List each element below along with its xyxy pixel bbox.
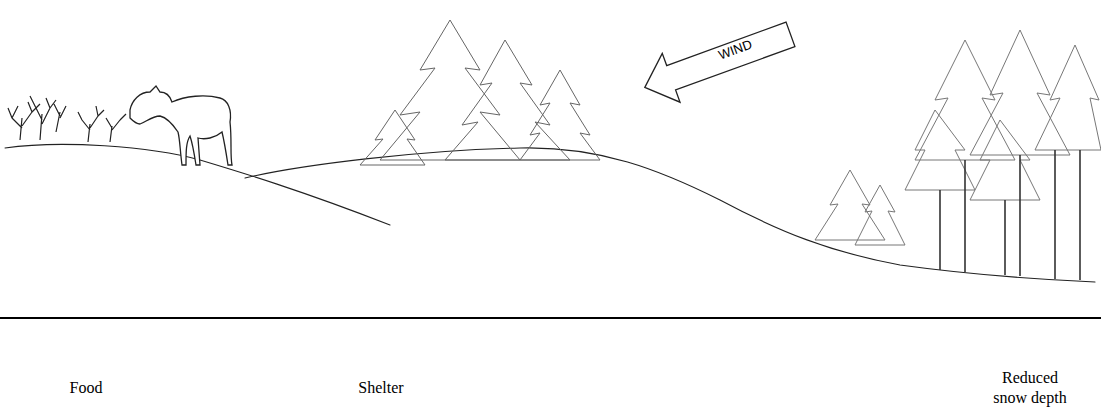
hill-line bbox=[245, 148, 1095, 282]
zone-label: Shelter bbox=[321, 378, 441, 398]
shrubs bbox=[8, 96, 126, 142]
zone-label: Food bbox=[46, 378, 126, 398]
moose bbox=[130, 86, 232, 165]
conifer-trees bbox=[360, 20, 600, 165]
base-line bbox=[0, 317, 1101, 319]
zone-label: Reduced snow depth bbox=[985, 368, 1075, 408]
wind-arrow bbox=[636, 10, 799, 112]
tree-trunks bbox=[940, 150, 1080, 280]
forest-trees bbox=[815, 30, 1101, 245]
